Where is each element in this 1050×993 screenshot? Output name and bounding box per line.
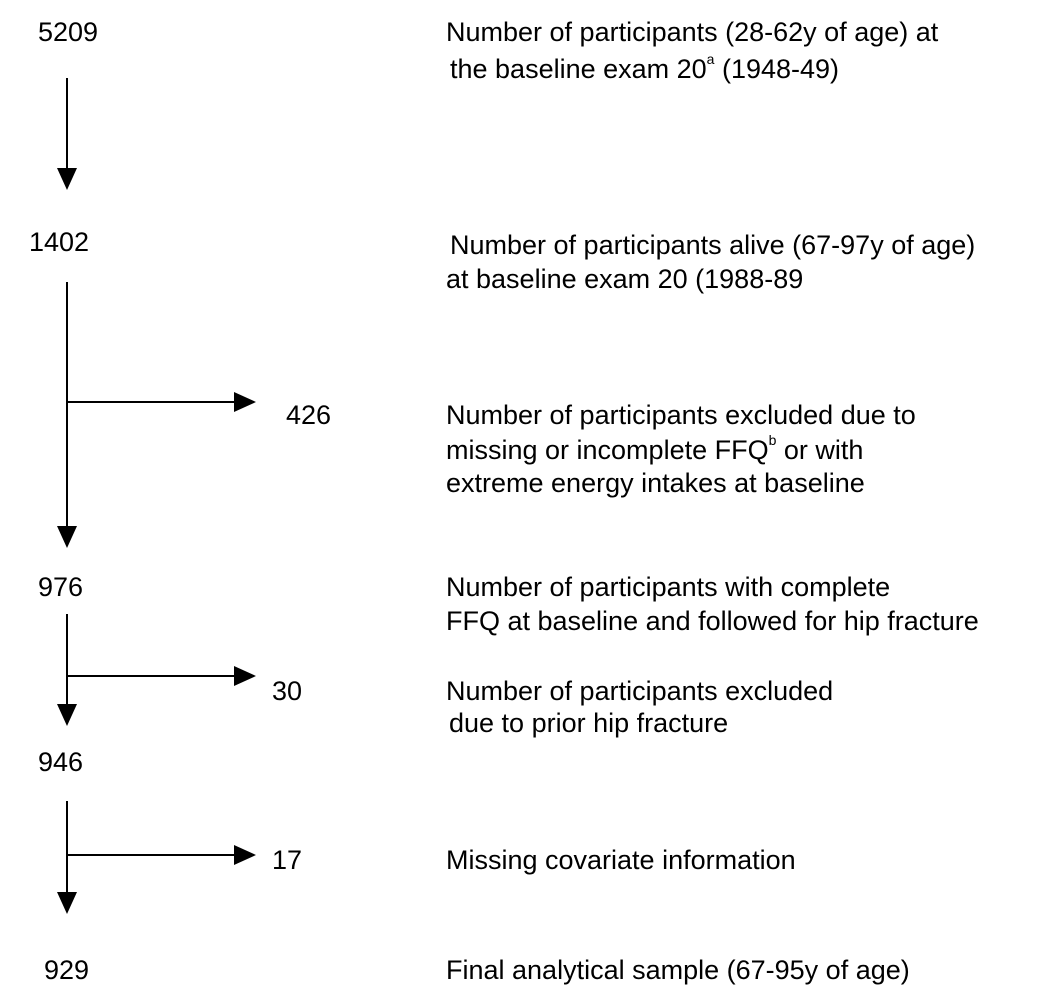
count-1402: 1402 — [29, 227, 90, 257]
step-2-line-1: Number of participants alive (67-97y of … — [450, 230, 976, 260]
count-426: 426 — [286, 400, 332, 430]
footnote-marker-a: a — [706, 51, 715, 67]
step-3-line-2-text: missing or incomplete FFQ — [446, 435, 769, 465]
count-946: 946 — [38, 747, 84, 777]
step-4-line-2: FFQ at baseline and followed for hip fra… — [446, 606, 979, 636]
step-2-line-2: at baseline exam 20 (1988-89 — [446, 264, 804, 294]
arrowhead-right-426 — [234, 392, 256, 412]
step-3-line-1: Number of participants excluded due to — [446, 400, 916, 430]
step-5-line-2: due to prior hip fracture — [449, 708, 729, 738]
count-929: 929 — [44, 955, 90, 985]
arrowhead-down-1 — [57, 168, 77, 190]
count-976: 976 — [38, 572, 84, 602]
step-3-line-2-tail: or with — [776, 435, 864, 465]
count-17: 17 — [272, 845, 303, 875]
step-3-line-2: missing or incomplete FFQb or with — [446, 433, 863, 467]
step-1-line-2: the baseline exam 20a (1948-49) — [450, 52, 839, 86]
step-1-line-1: Number of participants (28-62y of age) a… — [446, 17, 939, 47]
arrowhead-right-17 — [234, 845, 256, 865]
step-3-line-3: extreme energy intakes at baseline — [446, 468, 865, 498]
step-1-line-2-date: (1948-49) — [714, 54, 840, 84]
arrowhead-down-2 — [57, 526, 77, 548]
arrowhead-down-4 — [57, 892, 77, 914]
step-5-line-1: Number of participants excluded — [446, 676, 834, 706]
step-8-line-1: Final analytical sample (67-95y of age) — [446, 955, 910, 985]
step-7-line-1: Missing covariate information — [446, 845, 796, 875]
arrowhead-right-30 — [234, 666, 256, 686]
count-5209: 5209 — [38, 17, 99, 47]
count-30: 30 — [272, 676, 303, 706]
step-4-line-1: Number of participants with complete — [446, 572, 891, 602]
footnote-marker-b: b — [768, 432, 777, 448]
arrowhead-down-3 — [57, 704, 77, 726]
step-1-line-2-text: the baseline exam 20 — [450, 54, 707, 84]
